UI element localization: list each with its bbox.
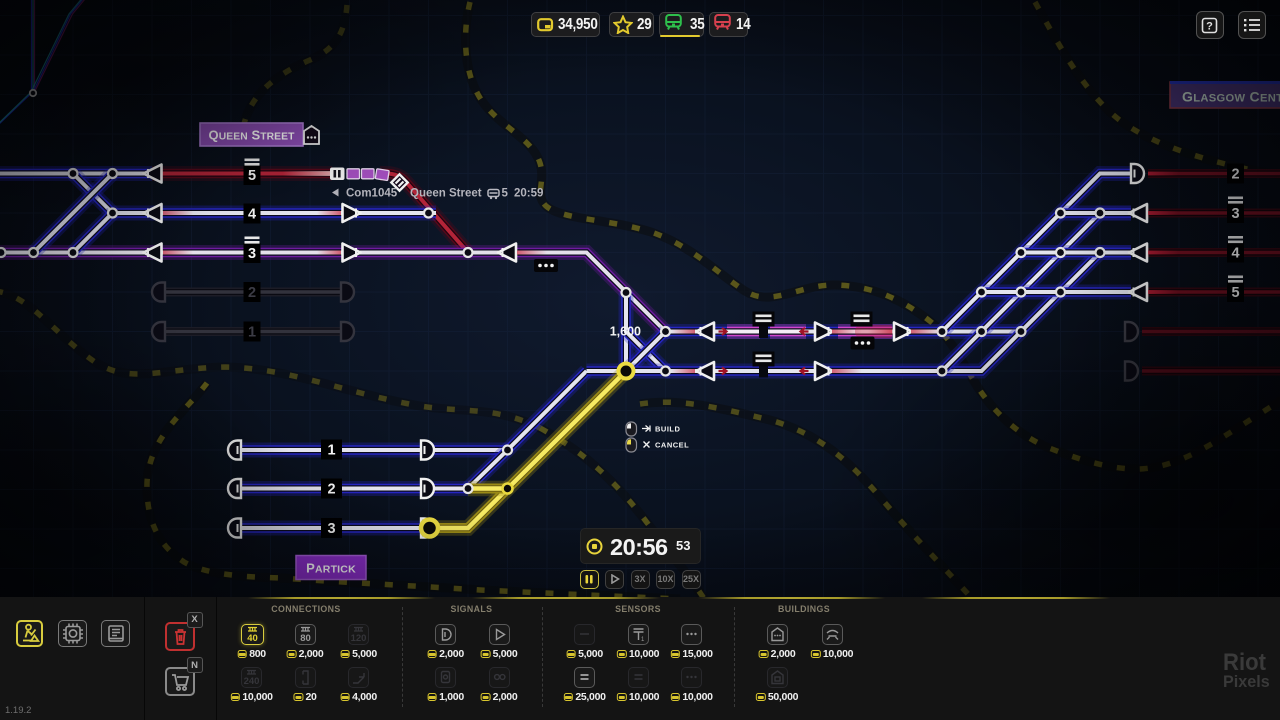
svg-text:Queen Street: Queen Street (410, 188, 482, 200)
svg-text:5: 5 (248, 168, 256, 184)
svg-text:240: 240 (244, 676, 260, 687)
svg-text:BUILD: BUILD (655, 425, 680, 434)
svg-text:40: 40 (247, 633, 258, 644)
svg-text:3: 3 (327, 521, 335, 537)
svg-text:?: ? (1206, 20, 1213, 32)
svg-text:CANCEL: CANCEL (655, 441, 689, 450)
svg-text:120: 120 (351, 633, 367, 644)
svg-text:1: 1 (641, 637, 645, 643)
svg-text:2: 2 (248, 285, 256, 301)
svg-text:1: 1 (327, 443, 335, 459)
svg-text:1,600: 1,600 (610, 325, 641, 339)
svg-text:20:59: 20:59 (514, 188, 543, 200)
svg-text:3: 3 (1231, 206, 1239, 222)
svg-text:5: 5 (502, 188, 509, 200)
svg-text:2: 2 (327, 482, 335, 498)
svg-text:5: 5 (1231, 285, 1239, 301)
svg-text:4: 4 (1231, 246, 1239, 262)
svg-text:PARTICK: PARTICK (306, 561, 356, 576)
svg-text:80: 80 (300, 633, 311, 644)
svg-text:3: 3 (248, 246, 256, 262)
svg-text:Com1045: Com1045 (346, 188, 398, 200)
svg-text:4: 4 (248, 207, 256, 223)
svg-text:1: 1 (248, 325, 256, 341)
svg-text:2: 2 (1231, 167, 1239, 183)
